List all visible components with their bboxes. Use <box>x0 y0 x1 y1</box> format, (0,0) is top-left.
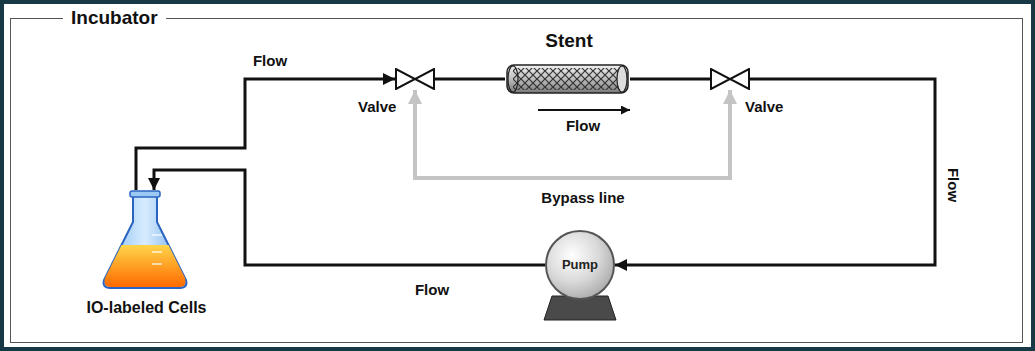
stent-outline <box>505 63 630 95</box>
flow-label: Flow <box>415 281 449 298</box>
flask-liquid <box>105 245 186 287</box>
valve-half <box>711 69 730 89</box>
stent-end <box>508 66 518 92</box>
node-label: Valve <box>745 98 783 116</box>
node-label: Stent <box>500 30 638 52</box>
stent-body <box>507 65 628 93</box>
valve-half <box>415 69 434 89</box>
valve-half <box>730 69 749 89</box>
flow-tube <box>136 79 395 190</box>
bypass-label: Bypass line <box>541 189 624 206</box>
incubator-frame: IncubatorStentValveValvePumpIO-labeled C… <box>10 18 1023 343</box>
node-label: Pump <box>547 232 613 298</box>
valve-symbol: Valve <box>355 66 440 119</box>
frame-heading: Incubator <box>63 6 166 30</box>
stent-mesh <box>513 68 622 90</box>
flow-tube <box>615 79 935 265</box>
bypass-line <box>415 90 730 178</box>
flow-label: Flow <box>566 117 600 134</box>
graduation-mark <box>152 263 162 264</box>
flow-tube <box>630 78 710 81</box>
pump-circle: Pump <box>545 230 615 300</box>
flask-rim <box>130 191 160 197</box>
flask-outline <box>100 190 190 290</box>
flow-tube <box>435 78 505 81</box>
valve-outline <box>710 68 750 90</box>
stent-tube: Stent <box>500 30 638 98</box>
flow-label: Flow <box>945 168 962 202</box>
flask-glass <box>104 195 187 288</box>
stent-end <box>617 66 627 92</box>
background-panel <box>4 4 1031 347</box>
valve-symbol: Valve <box>705 66 800 119</box>
flow-tube <box>154 170 545 265</box>
cell-flask: IO-labeled Cells <box>60 190 233 325</box>
graduation-mark <box>152 251 162 252</box>
valve-outline <box>395 68 435 90</box>
graduation-mark <box>152 234 162 235</box>
flow-label: Flow <box>253 52 287 69</box>
flow-direction-arrow <box>538 109 630 111</box>
valve-half <box>396 69 415 89</box>
node-label: Valve <box>358 98 396 116</box>
node-label: IO-labeled Cells <box>60 298 233 318</box>
